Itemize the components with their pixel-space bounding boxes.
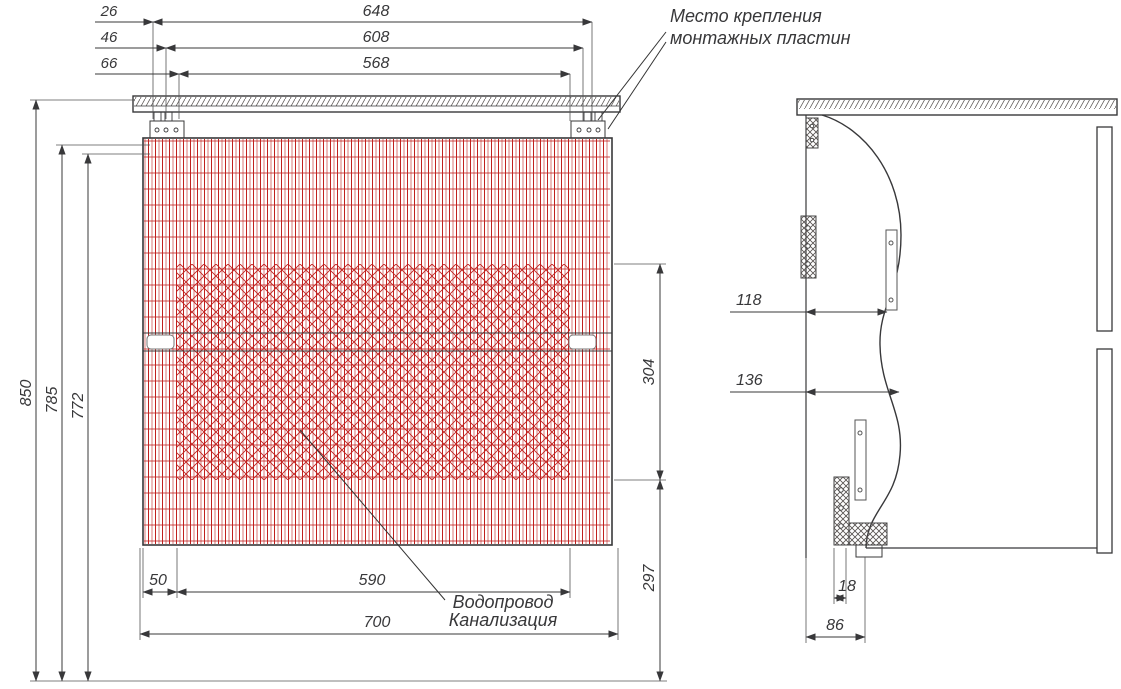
cabinet-countertop: [132, 95, 621, 113]
cabinet-body: [142, 137, 613, 546]
dim-648-label: 648: [363, 3, 390, 20]
plumbing-label-line2: Канализация: [449, 610, 558, 630]
drawer-handle-notch-right: [568, 334, 597, 350]
crosshatch-band: [176, 264, 570, 480]
mounting-label-line2: монтажных пластин: [670, 28, 851, 48]
dim-26-label: 26: [100, 3, 118, 20]
side-mounting-plate-mid: [800, 215, 817, 279]
dim-col-right: 304 297: [641, 263, 664, 682]
plumbing-label-line1: Водопровод: [453, 592, 554, 612]
mounting-annotation: Место крепления монтажных пластин: [597, 6, 851, 130]
side-drawer-rail-top: [885, 229, 898, 311]
drawer-handle-notch-left: [146, 334, 175, 350]
plumbing-leader-line: [299, 429, 446, 601]
side-view: 118 136 18 86: [730, 98, 1118, 643]
dim-136-label: 136: [736, 372, 763, 389]
mounting-plate-right: [570, 111, 606, 139]
side-mounting-plate-lower: [833, 476, 888, 558]
dim-118-label: 118: [736, 292, 762, 309]
dim-86-label: 86: [826, 617, 844, 634]
mounting-plate-left: [149, 111, 185, 139]
dim-304-label: 304: [641, 359, 658, 386]
dim-608-label: 608: [363, 29, 390, 46]
dim-772-label: 772: [70, 393, 87, 420]
mounting-leader-line-2: [607, 41, 667, 130]
side-foot: [855, 544, 883, 558]
mounting-leader-line-1: [597, 31, 667, 121]
dim-46-label: 46: [101, 29, 118, 46]
side-drawer-front-bottom: [1096, 348, 1113, 554]
side-cabinet-profile: [805, 114, 1113, 558]
dim-785-label: 785: [44, 387, 61, 414]
side-dimensions: 118 136 18 86: [730, 292, 900, 643]
plumbing-annotation: Водопровод Канализация: [299, 429, 558, 630]
side-countertop: [796, 98, 1118, 116]
mounting-label-line1: Место крепления: [670, 6, 822, 26]
dim-66-label: 66: [101, 55, 118, 72]
dim-568-label: 568: [363, 55, 390, 72]
dim-row-bottom: 50 590 700: [139, 572, 619, 638]
side-drawer-front-top: [1096, 126, 1113, 332]
side-top-bracket: [805, 117, 819, 149]
dim-18-label: 18: [838, 578, 856, 595]
side-panel-wave-edge: [821, 114, 902, 549]
side-drawer-rail-bottom: [854, 419, 867, 501]
front-view: 26 648 46 608 66 568 850 785 772 304 297: [18, 3, 851, 682]
dim-700-label: 700: [364, 614, 391, 631]
dim-590-label: 590: [359, 572, 386, 589]
dim-850-label: 850: [18, 380, 35, 407]
dim-50-label: 50: [149, 572, 167, 589]
dim-297-label: 297: [641, 564, 658, 593]
dim-col-left: 850 785 772: [18, 99, 92, 682]
dim-row-top: 26 648 46 608 66 568: [95, 3, 593, 78]
